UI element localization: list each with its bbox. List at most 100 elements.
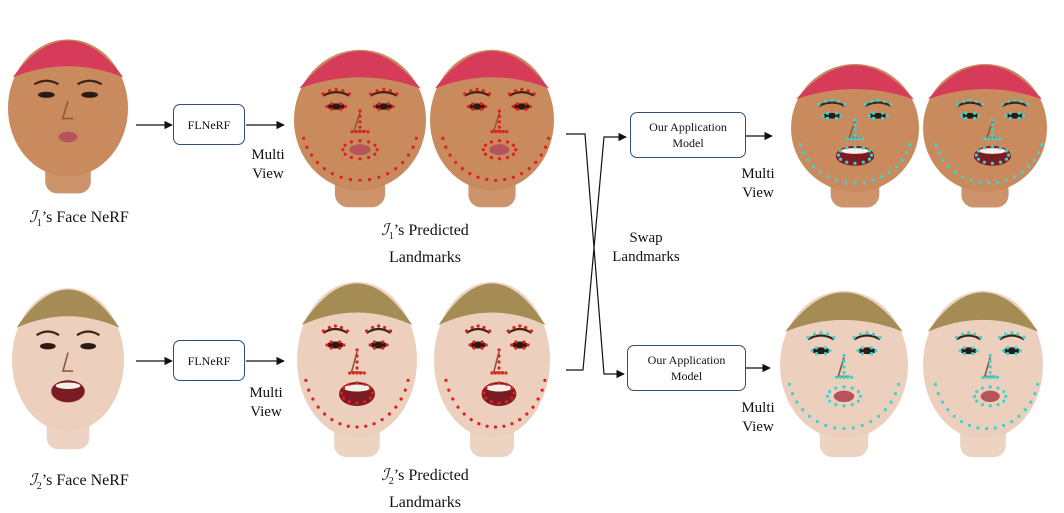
landmark-point: [988, 385, 992, 389]
landmark-point: [342, 343, 346, 347]
landmark-point: [406, 153, 411, 157]
cap: [438, 283, 546, 325]
landmark-point: [876, 98, 880, 102]
landmark-point: [856, 399, 861, 403]
landmark-point: [479, 102, 484, 106]
landmark-point: [490, 130, 494, 134]
landmark-point: [850, 375, 854, 379]
eye: [80, 342, 97, 350]
landmark-point: [524, 102, 528, 106]
landmark-point: [871, 178, 875, 182]
eyebrow: [956, 334, 982, 341]
cap: [299, 51, 421, 89]
landmark-point: [859, 332, 863, 336]
landmark-point: [815, 420, 819, 424]
landmark-point: [1022, 335, 1026, 339]
teeth: [840, 148, 870, 154]
eye: [812, 347, 830, 355]
landmark-point: [369, 92, 373, 96]
landmark-point: [1004, 332, 1008, 336]
landmark-point: [880, 175, 884, 179]
landmark-point: [933, 382, 938, 386]
landmark-point: [510, 422, 514, 426]
landmark-point: [527, 167, 531, 171]
landmark-point: [367, 155, 371, 160]
landmark-point: [812, 165, 816, 169]
landmark-point: [870, 99, 874, 103]
landmark-point: [825, 394, 830, 398]
landmark-point: [996, 180, 1000, 184]
landmark-point: [1017, 116, 1021, 120]
landmark-point: [867, 149, 872, 153]
landmark-point: [842, 353, 846, 358]
landmark-point: [856, 349, 860, 353]
landmark-point: [975, 399, 979, 403]
landmark-point: [536, 397, 540, 401]
landmark-point: [505, 140, 510, 144]
landmark-point: [506, 329, 510, 333]
landmark-point: [488, 329, 492, 333]
landmark-point: [1004, 394, 1008, 398]
eye: [81, 91, 98, 98]
landmark-point: [471, 102, 475, 106]
landmark-point: [348, 177, 353, 182]
landmark-point: [885, 114, 889, 118]
landmark-point: [936, 392, 940, 396]
landmark-point: [853, 181, 857, 185]
landmark-point: [406, 378, 410, 382]
landmark-point: [372, 340, 376, 344]
landmark-point: [514, 148, 518, 152]
landmark-point: [801, 151, 806, 155]
landmark-point: [330, 102, 334, 106]
landmark-point: [330, 172, 334, 176]
landmark-point: [358, 130, 362, 134]
landmark-point: [481, 148, 485, 152]
landmark-point: [460, 167, 464, 171]
swap-line-bottom-to-top: [566, 132, 627, 371]
landmark-point: [958, 349, 962, 353]
landmark-point: [1027, 165, 1031, 169]
landmark-point: [497, 360, 501, 364]
landmark-point: [512, 391, 516, 395]
eyebrow: [957, 101, 984, 107]
caption-face-nerf-1: ℐ1’s Face NeRF: [29, 207, 129, 230]
cap: [927, 65, 1043, 100]
landmark-point: [345, 329, 349, 333]
landmark-point: [515, 107, 520, 111]
landmark-point: [878, 335, 882, 339]
eye: [468, 103, 486, 110]
landmark-point: [377, 324, 381, 328]
landmark-point: [497, 125, 501, 129]
landmark-point: [381, 346, 385, 350]
landmark-point: [414, 136, 418, 140]
landmark-point: [330, 107, 334, 111]
landmark-point: [990, 161, 995, 165]
landmark-point: [518, 324, 522, 328]
landmark-point: [860, 423, 864, 428]
landmark-point: [1008, 111, 1013, 115]
landmark-point: [349, 140, 353, 144]
nose: [61, 352, 74, 372]
landmark-point: [961, 175, 965, 179]
landmark-point: [955, 335, 959, 339]
landmark-point: [824, 423, 828, 428]
landmark-point: [869, 420, 873, 424]
eye: [1006, 112, 1024, 119]
landmark-point: [1013, 98, 1017, 102]
landmark-point: [472, 346, 476, 350]
landmark-point: [814, 346, 819, 350]
landmark-point: [448, 153, 452, 157]
landmark-point: [835, 178, 839, 182]
landmark-point: [368, 396, 373, 400]
landmark-point: [962, 352, 967, 356]
landmark-point: [485, 177, 489, 182]
landmark-point: [501, 130, 505, 134]
landmark-point: [539, 153, 543, 157]
landmark-point: [382, 87, 386, 91]
landmark-point: [341, 148, 345, 152]
landmark-point: [334, 87, 338, 91]
landmark-point: [795, 400, 799, 404]
landmark-point: [372, 104, 377, 109]
landmark-point: [1004, 114, 1008, 118]
landmark-point: [347, 92, 351, 96]
